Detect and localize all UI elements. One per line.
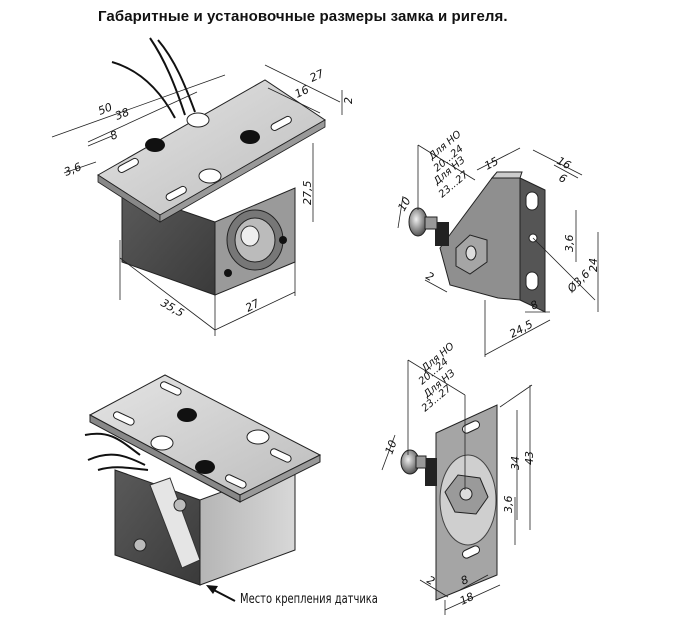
dim-27-bottom: 27 bbox=[243, 297, 261, 315]
dim-24: 24 bbox=[587, 258, 600, 272]
bolt-flat-view: Для НО 20...24 Для НЗ 23...27 10 34 43 3… bbox=[381, 341, 536, 615]
dim-50: 50 bbox=[96, 100, 114, 117]
dim-16: 16 bbox=[293, 83, 311, 101]
dim-43: 43 bbox=[523, 451, 536, 465]
dim-34: 34 bbox=[509, 456, 522, 470]
dim-3-6-bolt: 3,6 bbox=[563, 235, 576, 253]
dim-8: 8 bbox=[108, 128, 119, 143]
dim-2: 2 bbox=[342, 97, 355, 104]
dim-27-top: 27 bbox=[308, 67, 326, 85]
dim-3-6: 3,6 bbox=[62, 160, 83, 179]
dim-24-5: 24,5 bbox=[507, 318, 535, 341]
dim-2-bolt: 2 bbox=[424, 269, 437, 284]
dim-8-flat: 8 bbox=[459, 573, 471, 588]
dim-18: 18 bbox=[458, 590, 476, 608]
dim-10-bolt: 10 bbox=[395, 195, 413, 214]
dim-2-flat: 2 bbox=[425, 573, 438, 588]
sensor-mount-caption: Место крепления датчика bbox=[240, 592, 378, 607]
dim-15: 15 bbox=[482, 155, 500, 173]
dim-35-5: 35,5 bbox=[159, 296, 187, 320]
lock-top-view: 50 38 8 3,6 27 16 2 27,5 35,5 27 bbox=[51, 37, 355, 336]
dim-16-bolt: 16 bbox=[555, 154, 573, 172]
dim-3-6-flat: 3,6 bbox=[502, 496, 515, 514]
dim-6: 6 bbox=[557, 171, 569, 186]
dim-27-5: 27,5 bbox=[301, 181, 314, 206]
bolt-angled-view: Для НО 20...24 Для НЗ 23...27 15 16 6 10… bbox=[395, 129, 600, 357]
dim-38: 38 bbox=[113, 105, 131, 122]
lock-bottom-view bbox=[84, 374, 322, 602]
drawing-title: Габаритные и установочные размеры замка … bbox=[98, 8, 508, 25]
dim-10-flat: 10 bbox=[383, 438, 400, 456]
